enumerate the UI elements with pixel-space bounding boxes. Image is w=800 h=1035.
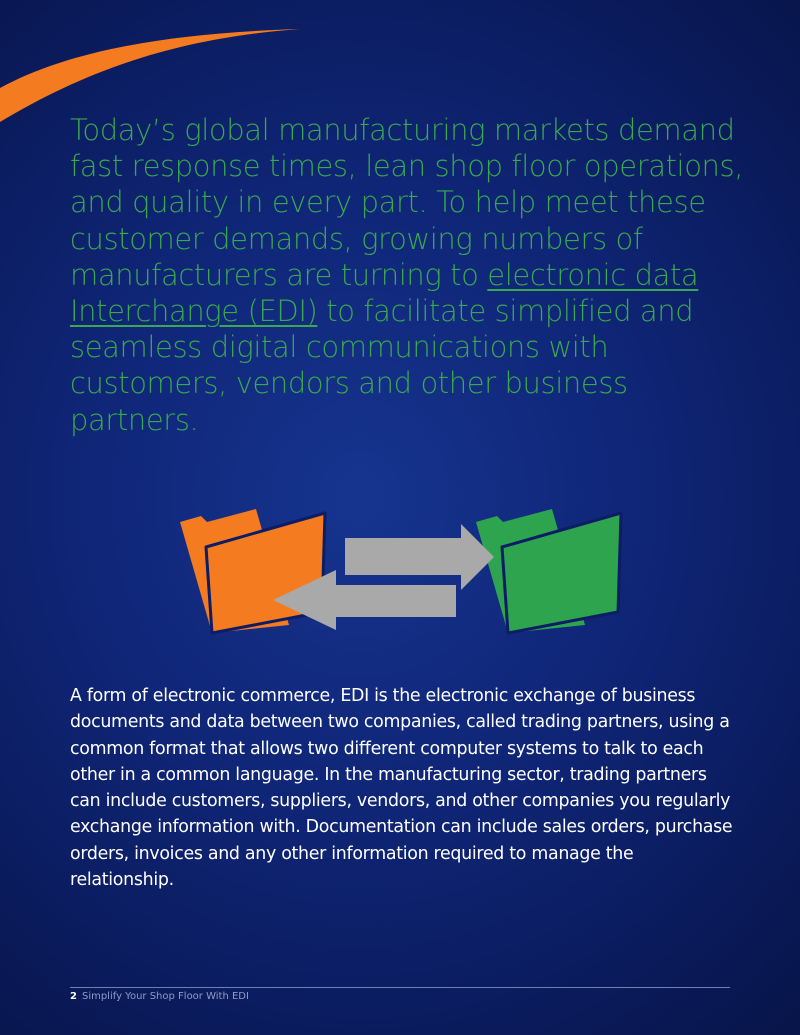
page-number: 2: [70, 991, 77, 1002]
edi-exchange-illustration: [180, 509, 623, 635]
intro-statement: Today’s global manufacturing markets dem…: [70, 112, 750, 438]
edi-description: A form of electronic commerce, EDI is th…: [70, 686, 733, 891]
folder-green-icon: [476, 509, 623, 635]
intro-text-end: to facilitate simplified and seamless di…: [70, 294, 694, 437]
page-footer: 2 Simplify Your Shop Floor With EDI: [70, 991, 249, 1002]
edi-link[interactable]: electronic data Interchange (EDI): [70, 257, 699, 329]
document-title: Simplify Your Shop Floor With EDI: [81, 991, 249, 1002]
intro-text-start: Today’s global manufacturing markets dem…: [70, 113, 744, 292]
orange-swoosh-decoration: [0, 29, 300, 122]
exchange-arrows-icon: [273, 524, 494, 630]
footer-divider: [70, 987, 730, 988]
